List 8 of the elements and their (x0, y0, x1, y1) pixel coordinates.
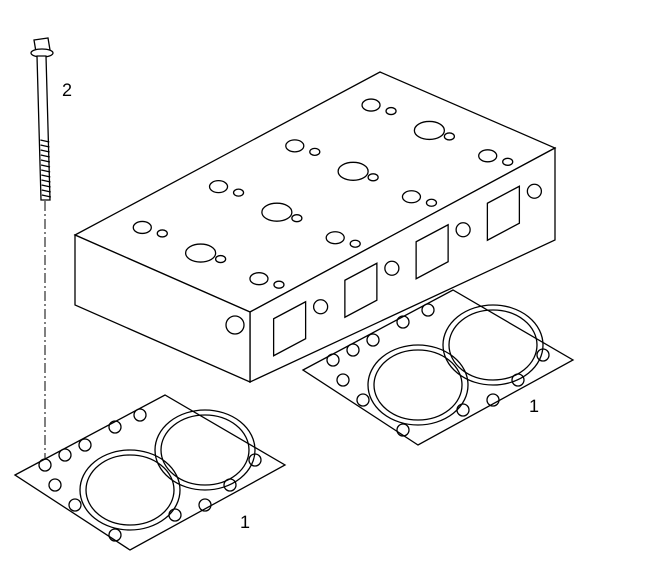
callout-number: 1 (240, 512, 250, 532)
callout-number: 1 (529, 396, 540, 416)
cylinder-head-drawing (74, 71, 556, 384)
bolt-drawing (30, 37, 54, 201)
head-gasket-drawing (302, 289, 574, 446)
center-line (44, 200, 46, 460)
head-gasket-drawing (14, 394, 286, 551)
callout-number: 2 (62, 80, 72, 100)
